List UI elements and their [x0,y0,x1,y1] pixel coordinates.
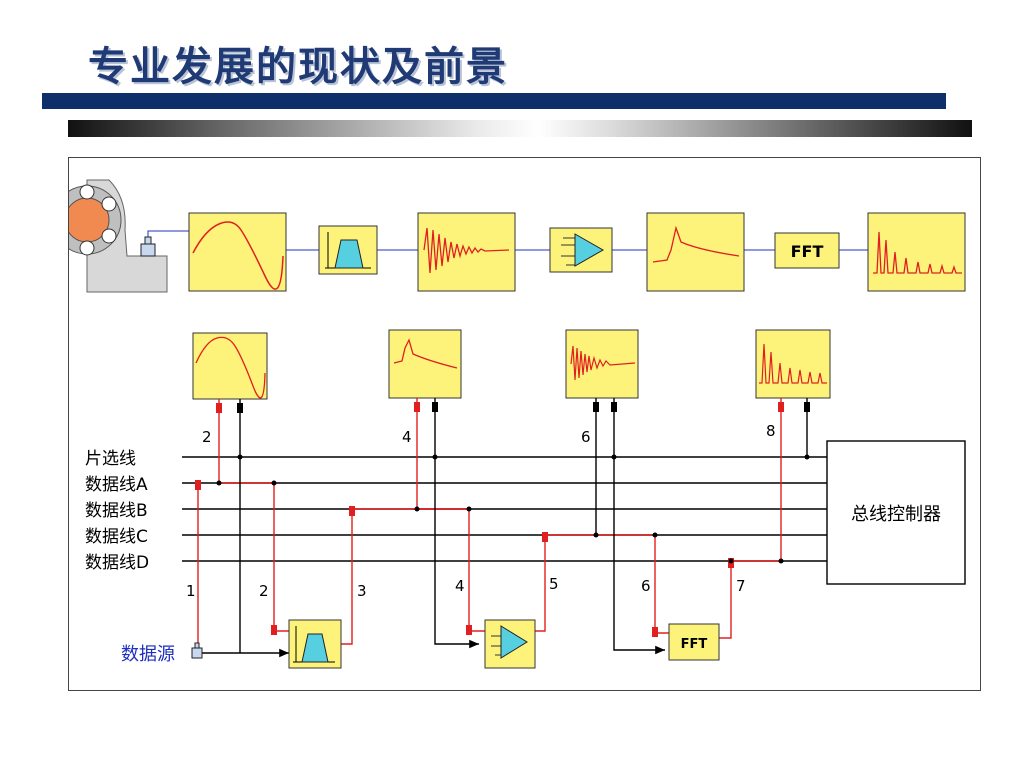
bus-label-b: 数据线B [85,501,148,521]
step-number-7: 7 [736,577,746,595]
step-number-1: 1 [186,582,196,600]
data-source-label: 数据源 [121,644,175,665]
fft-label-bottom: FFT [681,637,708,652]
page-title: 专业发展的现状及前景 [88,44,508,90]
step-number-6-top: 6 [581,428,591,446]
connector-blocks [195,402,784,637]
monitor-box-envelope [388,329,462,399]
diagram-frame: FFT 片选线 数据线A 数据线B 数据线C 数据线D 总线控制器 [52,157,981,691]
junction-dots [216,454,810,564]
monitor-box-oscillation [565,329,639,399]
bottom-filter-block [288,619,342,669]
step-number-2-top: 2 [202,428,212,446]
signal-processing-diagram: FFT 片选线 数据线A 数据线B 数据线C 数据线D 总线控制器 [52,179,966,669]
bandpass-filter-icon [318,225,378,275]
monitor-box-spectrum [755,329,831,399]
bus-label-a: 数据线A [85,475,148,495]
decorative-gradient-bar [68,120,972,137]
step-number-8-top: 8 [766,422,776,440]
fft-box-top: FFT [774,232,840,269]
bus-controller-label: 总线控制器 [851,504,941,525]
data-flow-paths [197,398,782,645]
monitor-box-raw [192,332,268,400]
damped-oscillation-box [417,212,516,292]
bus-label-c: 数据线C [85,527,148,547]
sensor-icon [140,236,156,257]
bus-lines [182,456,827,562]
raw-signal-box [188,212,287,292]
title-underline-bar [42,93,946,109]
spectrum-box [867,212,966,292]
step-number-3: 3 [357,582,367,600]
amplifier-icon [549,227,613,273]
fft-label-top: FFT [791,242,824,261]
step-number-4-top: 4 [402,428,412,446]
bus-controller-box: 总线控制器 [826,440,966,585]
bus-label-select: 片选线 [85,449,136,469]
envelope-box [646,212,745,292]
bottom-fft-block: FFT [668,623,720,661]
monitor-pins [237,402,810,413]
step-number-2: 2 [259,582,269,600]
control-paths [201,398,808,658]
data-source-sensor-icon [191,642,203,659]
bottom-amplifier-block [484,619,536,669]
bearing-icon [52,179,168,293]
step-number-6: 6 [641,577,651,595]
step-number-5: 5 [549,575,559,593]
step-number-4: 4 [455,577,465,595]
bus-label-d: 数据线D [85,553,149,573]
